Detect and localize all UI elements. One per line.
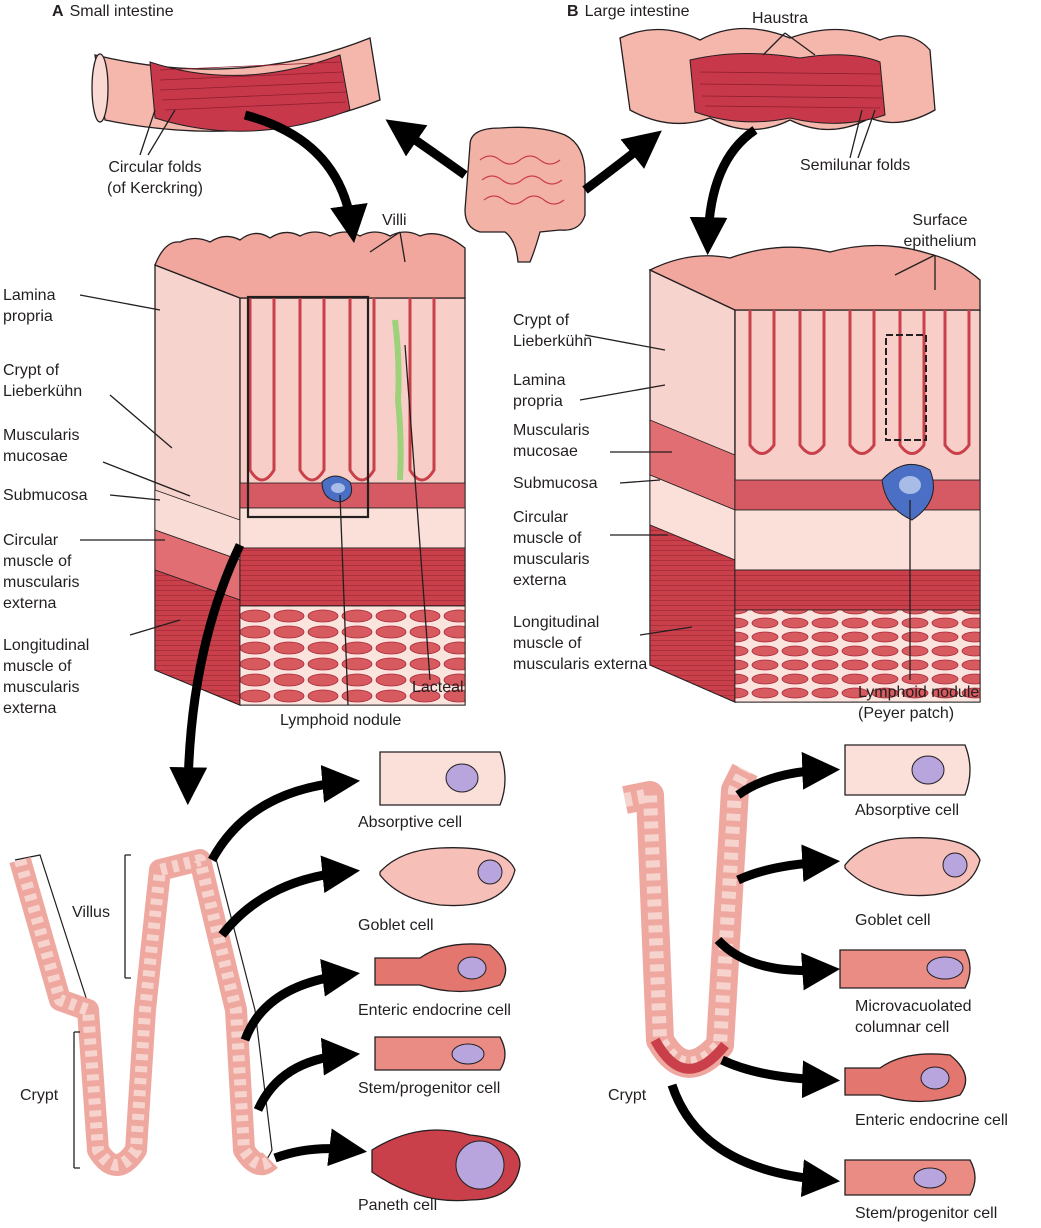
label-crypt-of-lieberkuhn-b: Crypt of Lieberkühn — [513, 312, 593, 350]
crypt-unit-b — [622, 763, 758, 1078]
label-enteric-endocrine-cell-a: Enteric endocrine cell — [358, 1002, 511, 1019]
label-lacteal: Lacteal — [412, 679, 464, 696]
label-stem-progenitor-cell-b: Stem/progenitor cell — [855, 1205, 998, 1222]
label-crypt-of-lieberkuhn-a: Crypt of Lieberkühn — [3, 362, 83, 400]
large-intestine-segment — [619, 27, 936, 131]
panel-a-letter: A — [52, 3, 64, 20]
label-absorptive-cell-b: Absorptive cell — [855, 802, 960, 819]
label-lamina-propria-a: Lamina propria — [3, 287, 56, 325]
label-crypt-a: Crypt — [20, 1087, 59, 1104]
label-circular-muscle-a: Circular muscle of muscularis externa — [3, 532, 80, 612]
label-circular-folds: Circular folds (of Kerckring) — [106, 159, 204, 197]
label-crypt-b: Crypt — [608, 1087, 647, 1104]
label-semilunar-folds: Semilunar folds — [800, 157, 911, 174]
panel-b-title: Large intestine — [584, 3, 690, 20]
label-longitudinal-muscle-b: Longitudinal muscle of muscularis extern… — [513, 614, 648, 673]
label-enteric-endocrine-cell-b: Enteric endocrine cell — [855, 1112, 1008, 1129]
label-longitudinal-muscle-a: Longitudinal muscle of muscularis extern… — [3, 637, 90, 717]
label-absorptive-cell-a: Absorptive cell — [358, 814, 463, 831]
large-intestine-wall-block — [648, 244, 981, 703]
intestinal-tract-illustration — [464, 126, 586, 263]
label-microvacuolated-columnar-cell: Microvacuolated columnar cell — [855, 998, 972, 1036]
cell-illustrations-a — [371, 751, 521, 1202]
label-stem-progenitor-cell-a: Stem/progenitor cell — [358, 1080, 501, 1097]
label-muscularis-mucosae-b: Muscularis mucosae — [513, 422, 590, 460]
cell-illustrations-b — [839, 744, 981, 1196]
panel-a-title: Small intestine — [69, 3, 174, 20]
label-circular-muscle-b: Circular muscle of muscularis externa — [513, 509, 590, 589]
label-muscularis-mucosae-a: Muscularis mucosae — [3, 427, 80, 465]
label-surface-epithelium: Surface epithelium — [903, 212, 977, 250]
label-submucosa-a: Submucosa — [3, 487, 88, 504]
label-villus: Villus — [72, 904, 110, 921]
leader-lines — [79, 32, 936, 706]
label-goblet-cell-a: Goblet cell — [358, 917, 434, 934]
small-intestine-segment — [91, 37, 381, 132]
label-paneth-cell: Paneth cell — [358, 1197, 438, 1214]
label-lymphoid-nodule-a: Lymphoid nodule — [280, 712, 402, 729]
label-lymphoid-nodule-b: Lymphoid nodule (Peyer patch) — [858, 684, 980, 722]
label-haustra: Haustra — [752, 10, 809, 27]
label-submucosa-b: Submucosa — [513, 475, 598, 492]
small-intestine-wall-block — [154, 231, 466, 706]
label-goblet-cell-b: Goblet cell — [855, 912, 931, 929]
panel-a-header: A Small intestine — [52, 2, 174, 22]
crypt-villus-unit-a — [9, 849, 278, 1176]
panel-b-letter: B — [567, 3, 579, 20]
label-villi: Villi — [382, 212, 407, 229]
label-lamina-propria-b: Lamina propria — [513, 372, 566, 410]
flow-arrows — [169, 110, 841, 1198]
panel-b-header: B Large intestine — [567, 2, 690, 22]
